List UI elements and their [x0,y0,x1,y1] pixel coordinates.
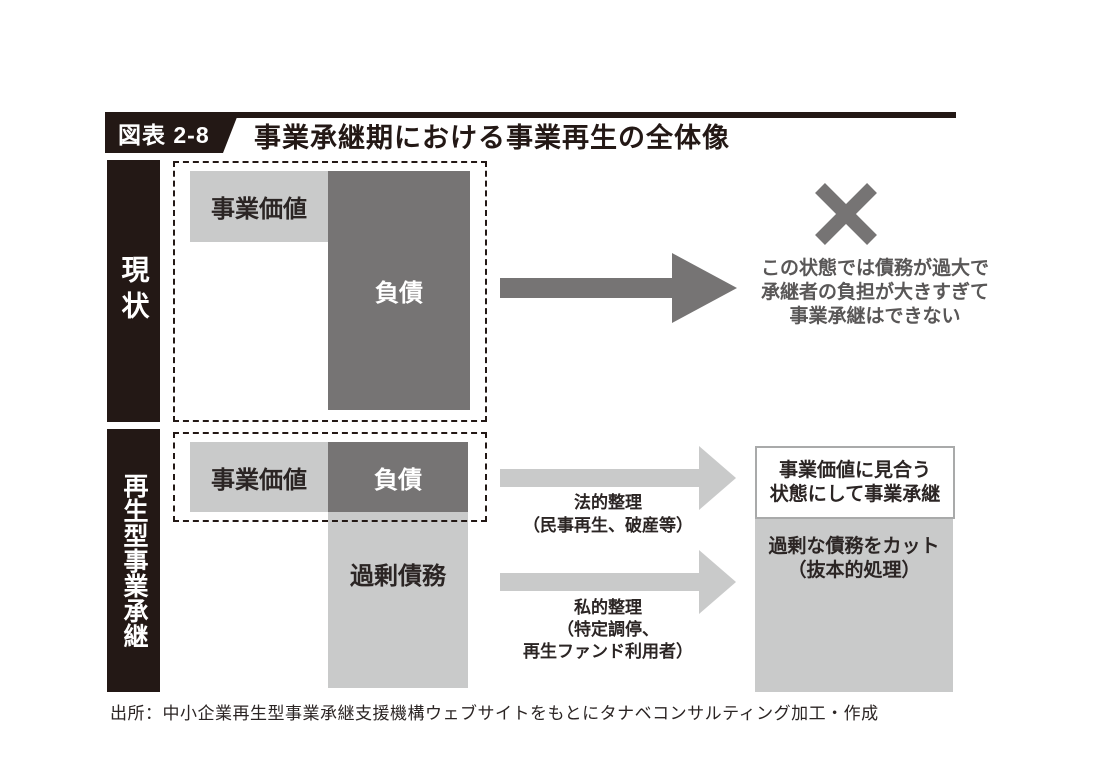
legal-label-line-1: 法的整理 [574,493,642,512]
revival-debt-label: 負債 [374,466,422,494]
legal-workout-arrow [500,446,736,510]
current-business-value-label: 事業価値 [211,196,307,223]
private-workout-label: 私的整理 （特定調停、 再生ファンド利用者） [483,597,733,663]
current-right-arrow [500,253,737,323]
legal-workout-label: 法的整理 （民事再生、破産等） [493,491,723,537]
arrow-head [672,253,737,323]
header-rule [105,112,956,118]
arrow-shaft [500,278,676,298]
arrow-shaft [500,573,702,591]
legal-label-line-2: （民事再生、破産等） [523,516,693,535]
current-debt-box: 負債 [328,171,470,410]
x-mark-icon [813,181,879,247]
cut-line-1: 過剰な債務をカット [768,536,940,557]
private-label-line-2: （特定調停、 [557,620,659,639]
caution-line-1: この状態では債務が過大で [760,258,989,279]
figure-number-badge: 図表 2-8 [105,112,239,153]
caution-line-2: 承継者の負担が大きすぎて [760,282,989,303]
current-business-value-box: 事業価値 [190,171,328,242]
cut-line-2: （抜本的処理） [787,560,921,581]
private-label-line-1: 私的整理 [574,598,642,617]
current-debt-label: 負債 [375,280,423,307]
revival-debt-box: 負債 [328,442,468,512]
private-label-line-3: 再生ファンド利用者） [523,642,693,661]
row-label-current-text: 現状 [118,255,150,327]
row-label-revival: 再生型事業承継 [107,429,160,692]
arrow-head [699,550,736,614]
private-workout-arrow [500,550,736,614]
revival-business-value-label: 事業価値 [211,466,307,494]
row-label-revival-text: 再生型事業承継 [120,473,148,648]
revival-business-value-box: 事業価値 [190,442,328,512]
arrow-head [699,446,736,510]
caution-line-3: 事業承継はできない [789,306,961,327]
succession-line-1: 事業価値に見合う [778,459,931,481]
debt-cut-box: 過剰な債務をカット （抜本的処理） [755,519,953,692]
figure-number-label: 図表 2-8 [118,121,210,148]
current-caution-text: この状態では債務が過大で 承継者の負担が大きすぎて 事業承継はできない [735,257,1015,329]
excess-debt-label: 過剰債務 [350,563,446,590]
source-note: 出所：中小企業再生型事業承継支援機構ウェブサイトをもとにタナベコンサルティング加… [110,704,879,723]
arrow-shaft [500,469,702,487]
figure-title: 事業承継期における事業再生の全体像 [254,123,730,153]
excess-debt-box: 過剰債務 [328,512,468,688]
succession-result-box: 事業価値に見合う 状態にして事業承継 [755,446,955,519]
row-label-current: 現状 [107,160,160,422]
succession-line-2: 状態にして事業承継 [769,483,941,505]
